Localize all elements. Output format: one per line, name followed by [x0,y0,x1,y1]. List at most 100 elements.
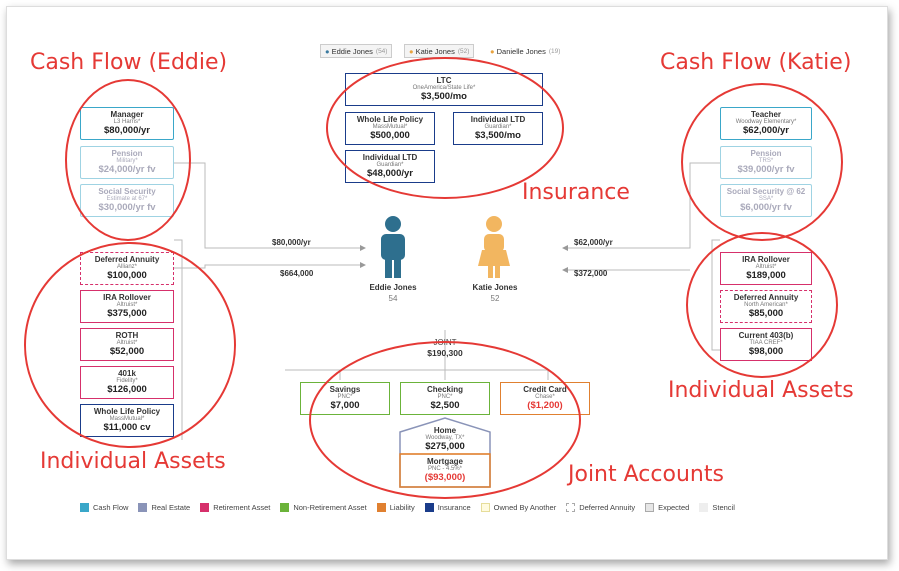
ltd-katie-card[interactable]: Individual LTD Guardian* $3,500/mo [453,112,543,145]
card-value: $2,500 [430,400,460,412]
legend-swatch [376,503,386,512]
joint-home-card[interactable]: Home Woodway, TX* $275,000 [400,424,490,454]
legend-item: Insurance [424,503,471,512]
joint-mortgage-card[interactable]: Mortgage PNC - 4.5%* ($93,000) [400,455,490,486]
person-tab-katie[interactable]: ● Katie Jones(52) [404,44,475,58]
ltc-card[interactable]: LTC OneAmerica/State Life* $3,500/mo [345,73,543,106]
card-sub: North American* [744,302,788,309]
eddie-asset-ira-rollover[interactable]: IRA Rollover Altruist* $375,000 [80,290,174,323]
card-sub: SSA* [758,196,774,203]
card-sub: Chase* [535,394,555,401]
card-sub: PNC* [337,394,353,401]
legend-item: Non-Retirement Asset [280,503,367,512]
card-value: $275,000 [425,440,465,452]
card-sub: Altruist* [116,302,138,309]
card-sub: Estimate at 67* [106,196,148,203]
legend-swatch [424,503,434,512]
legend-label: Non-Retirement Asset [293,503,367,512]
card-sub: TIAA CREF* [749,340,783,347]
card-value: $3,500/mo [421,91,467,103]
joint-total: $190,300 [427,348,463,358]
annotation-cashflow-katie: Cash Flow (Katie) [660,50,852,75]
legend-swatch [645,503,655,512]
legend-swatch [280,503,290,512]
whole-life-card[interactable]: Whole Life Policy MassMutual* $500,000 [345,112,435,145]
eddie-income-label: $80,000/yr [272,238,311,247]
card-value: ($1,200) [527,400,563,412]
legend-label: Real Estate [151,503,191,512]
card-value: $62,000/yr [743,125,789,137]
katie-cashflow-social-security[interactable]: Social Security @ 62 SSA* $6,000/yr fv [720,184,812,217]
card-value: $7,000 [330,400,360,412]
card-title: Pension [111,149,143,158]
joint-checking-card[interactable]: Checking PNC* $2,500 [400,382,490,415]
card-value: $39,000/yr fv [737,164,795,176]
legend-swatch [699,503,709,512]
card-title: 401k [118,369,136,378]
eddie-name: Eddie Jones [369,283,417,292]
card-value: $48,000/yr [367,168,413,180]
eddie-age: 54 [388,294,398,303]
card-sub: Allianz* [116,264,137,271]
card-sub: MassMutual* [372,124,408,131]
ltd-eddie-card[interactable]: Individual LTD Guardian* $48,000/yr [345,150,435,183]
card-sub: L3 Harris* [113,119,141,126]
card-value: $98,000 [748,346,784,358]
circle-katie-cashflow [681,83,843,241]
card-title: IRA Rollover [742,255,790,264]
card-value: $52,000 [109,346,145,358]
eddie-cashflow-social-security[interactable]: Social Security Estimate at 67* $30,000/… [80,184,174,217]
card-sub: PNC - 4.5%* [427,466,462,473]
card-sub: Woodway, TX* [425,434,465,441]
card-value: $189,000 [746,270,786,282]
circle-insurance [326,57,564,199]
katie-asset-403b[interactable]: Current 403(b) TIAA CREF* $98,000 [720,328,812,361]
card-value: $375,000 [107,308,147,320]
annotation-individual-assets-right: Individual Assets [668,378,854,403]
katie-cashflow-teacher[interactable]: Teacher Woodway Elementary* $62,000/yr [720,107,812,140]
eddie-asset-401k[interactable]: 401k Fidelity* $126,000 [80,366,174,399]
card-value: $80,000/yr [104,125,150,137]
card-title: Current 403(b) [738,331,794,340]
card-title: Individual LTD [470,115,526,124]
katie-cashflow-pension[interactable]: Pension TRS* $39,000/yr fv [720,146,812,179]
person-tab-eddie[interactable]: ● Eddie Jones(54) [320,44,393,58]
card-sub: PNC* [437,394,453,401]
katie-asset-ira-rollover[interactable]: IRA Rollover Altruist* $189,000 [720,252,812,285]
legend-item: Deferred Annuity [566,503,635,512]
katie-income-label: $62,000/yr [574,238,613,247]
eddie-cashflow-pension[interactable]: Pension Military* $24,000/yr fv [80,146,174,179]
card-title: Savings [329,385,361,394]
legend-label: Insurance [437,503,471,512]
eddie-asset-roth[interactable]: ROTH Altruist* $52,000 [80,328,174,361]
legend-item: Liability [376,503,415,512]
circle-joint-accounts [309,341,581,499]
eddie-asset-deferred-annuity[interactable]: Deferred Annuity Allianz* $100,000 [80,252,174,285]
eddie-assets-label: $664,000 [280,269,314,278]
legend-item: Expected [645,503,689,512]
card-sub: Military* [116,158,138,165]
legend-swatch [138,503,148,512]
card-title: Teacher [750,110,782,119]
legend-swatch [566,503,576,512]
legend-item: Stencil [699,503,735,512]
person-icon: ● [325,46,330,56]
annotation-cashflow-eddie: Cash Flow (Eddie) [30,50,228,75]
card-title: Manager [110,110,144,119]
card-sub: MassMutual* [109,416,145,423]
card-value: $126,000 [107,384,147,396]
eddie-cashflow-manager[interactable]: Manager L3 Harris* $80,000/yr [80,107,174,140]
annotation-joint-accounts: Joint Accounts [568,462,724,487]
legend-label: Deferred Annuity [579,503,636,512]
person-tab-danielle[interactable]: ● Danielle Jones(19) [486,44,564,58]
eddie-asset-whole-life[interactable]: Whole Life Policy MassMutual* $11,000 cv [80,404,174,437]
card-sub: Altruist* [755,264,777,271]
katie-asset-deferred-annuity[interactable]: Deferred Annuity North American* $85,000 [720,290,812,323]
tab-age: (54) [375,47,388,55]
card-title: LTC [436,76,452,85]
katie-assets-label: $372,000 [574,269,608,278]
card-value: $11,000 cv [103,422,151,434]
legend-label: Expected [658,503,690,512]
card-sub: Guardian* [484,124,512,131]
